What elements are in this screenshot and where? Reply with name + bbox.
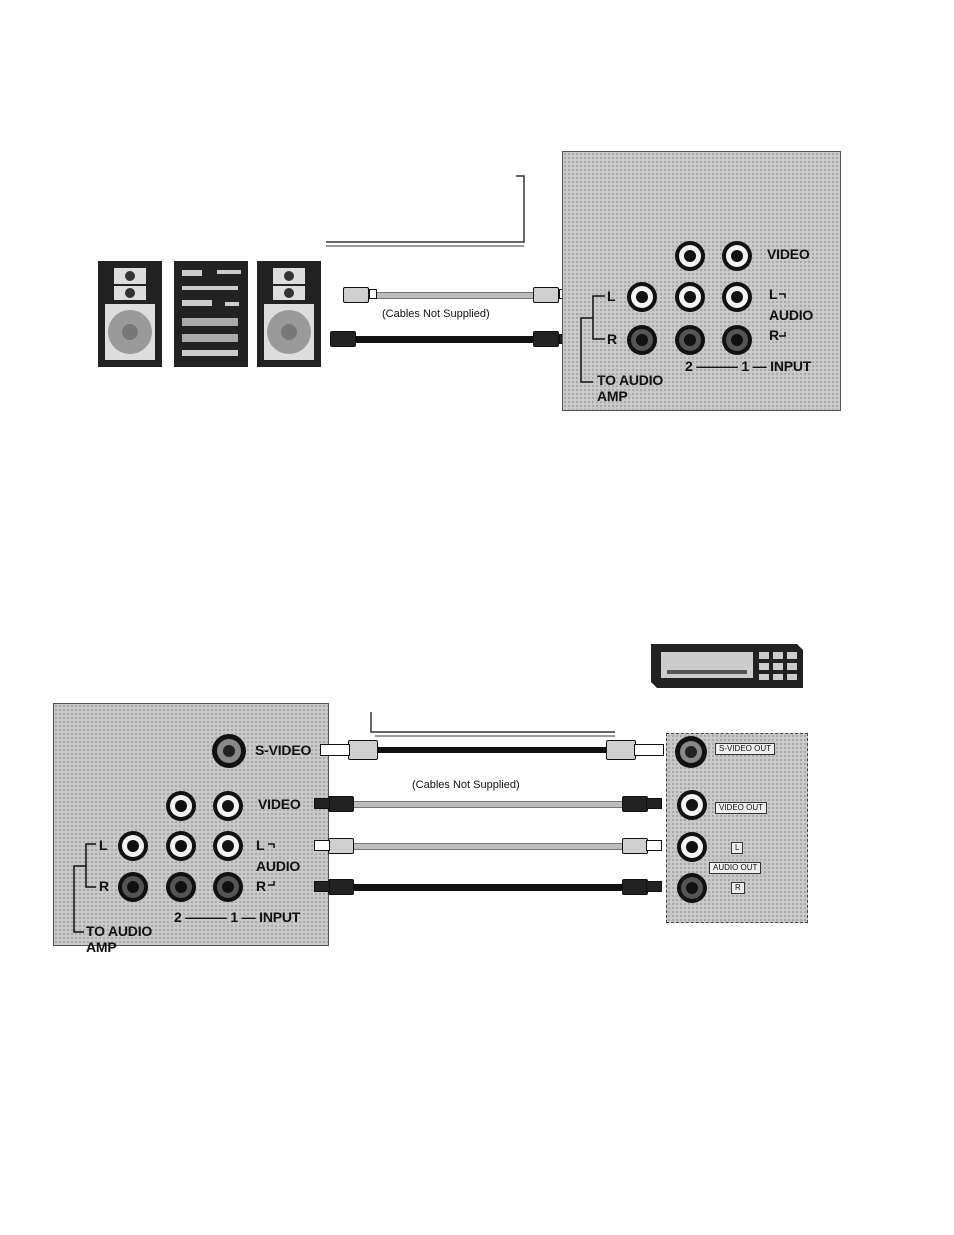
top-cable-l (375, 292, 533, 299)
audio-r-plug-right (622, 879, 648, 895)
bottom-cable-note: (Cables Not Supplied) (412, 779, 520, 791)
bottom-leader-line (365, 710, 625, 740)
vcr-l-tag: L (731, 842, 743, 854)
stereo-system-icon (97, 260, 325, 370)
vcr-video-out-jack[interactable] (677, 790, 707, 820)
top-tv-panel: VIDEO L R L AUDIO R 2 ——— 1 — INPUT TO A… (562, 151, 841, 411)
vcr-svideo-out-jack[interactable] (675, 736, 707, 768)
audio-l-cable (352, 843, 622, 850)
svideo-plug-right (606, 740, 636, 760)
top-cable-r (343, 336, 543, 343)
audio-l-plug-right (622, 838, 648, 854)
vcr-audio-out-tag: AUDIO OUT (709, 862, 761, 874)
bottom-tv-panel: S-VIDEO VIDEO L R L AUDIO R 2 ——— 1 — IN… (53, 703, 329, 946)
top-plug-r-right (533, 331, 559, 347)
vcr-video-out-tag: VIDEO OUT (715, 802, 767, 814)
vcr-audio-l-out-jack[interactable] (677, 832, 707, 862)
video-plug-right (622, 796, 648, 812)
svideo-cable (375, 747, 615, 753)
bottom-bracket-lines (54, 704, 330, 947)
video-cable (352, 801, 622, 808)
vcr-audio-r-out-jack[interactable] (677, 873, 707, 903)
audio-r-cable (352, 884, 622, 891)
vcr-icon (647, 640, 807, 690)
vcr-svideo-out-tag: S-VIDEO OUT (715, 743, 775, 755)
audio-l-plug-left (328, 838, 354, 854)
audio-r-plug-left (328, 879, 354, 895)
top-plug-r-left (330, 331, 356, 347)
video-plug-left (328, 796, 354, 812)
svideo-plug-left (348, 740, 378, 760)
top-plug-l-right (533, 287, 559, 303)
top-leader-line (320, 170, 530, 250)
top-cable-note: (Cables Not Supplied) (382, 308, 490, 320)
top-plug-l-left (343, 287, 369, 303)
vcr-back-panel: S-VIDEO OUT VIDEO OUT L AUDIO OUT R (666, 733, 808, 923)
vcr-r-tag: R (731, 882, 745, 894)
top-bracket-lines (563, 152, 842, 412)
